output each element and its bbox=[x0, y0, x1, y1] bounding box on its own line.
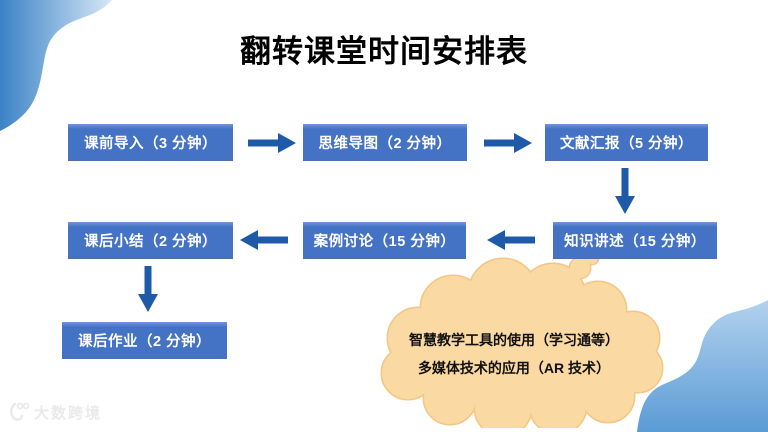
arrow-down-icon bbox=[138, 266, 158, 312]
watermark: 大数跨境 bbox=[8, 399, 102, 425]
flow-step-post-class-summary: 课后小结（2 分钟） bbox=[68, 222, 233, 259]
flow-step-pre-class-intro: 课前导入（3 分钟） bbox=[68, 124, 233, 161]
flow-step-mind-map: 思维导图（2 分钟） bbox=[303, 124, 467, 161]
watermark-text: 大数跨境 bbox=[34, 404, 103, 422]
flow-step-knowledge-narration: 知识讲述（15 分钟） bbox=[553, 222, 717, 259]
cloud-annotation: 智慧教学工具的使用（学习通等） 多媒体技术的应用（AR 技术） bbox=[378, 326, 650, 382]
cloud-annotation-line2: 多媒体技术的应用（AR 技术） bbox=[417, 360, 611, 376]
flow-step-case-discussion: 案例讨论（15 分钟） bbox=[303, 222, 466, 259]
arrow-right-icon bbox=[484, 133, 532, 153]
flow-step-literature-report: 文献汇报（5 分钟） bbox=[545, 124, 708, 161]
arrow-right-icon bbox=[248, 133, 296, 153]
flow-step-homework: 课后作业（2 分钟） bbox=[62, 322, 227, 359]
slide-title: 翻转课堂时间安排表 bbox=[240, 34, 528, 69]
arrow-left-icon bbox=[487, 230, 535, 250]
watermark-logo-icon bbox=[9, 402, 30, 421]
cloud-annotation-line1: 智慧教学工具的使用（学习通等） bbox=[409, 332, 619, 348]
arrow-left-icon bbox=[240, 230, 288, 250]
arrow-down-icon bbox=[615, 168, 635, 214]
